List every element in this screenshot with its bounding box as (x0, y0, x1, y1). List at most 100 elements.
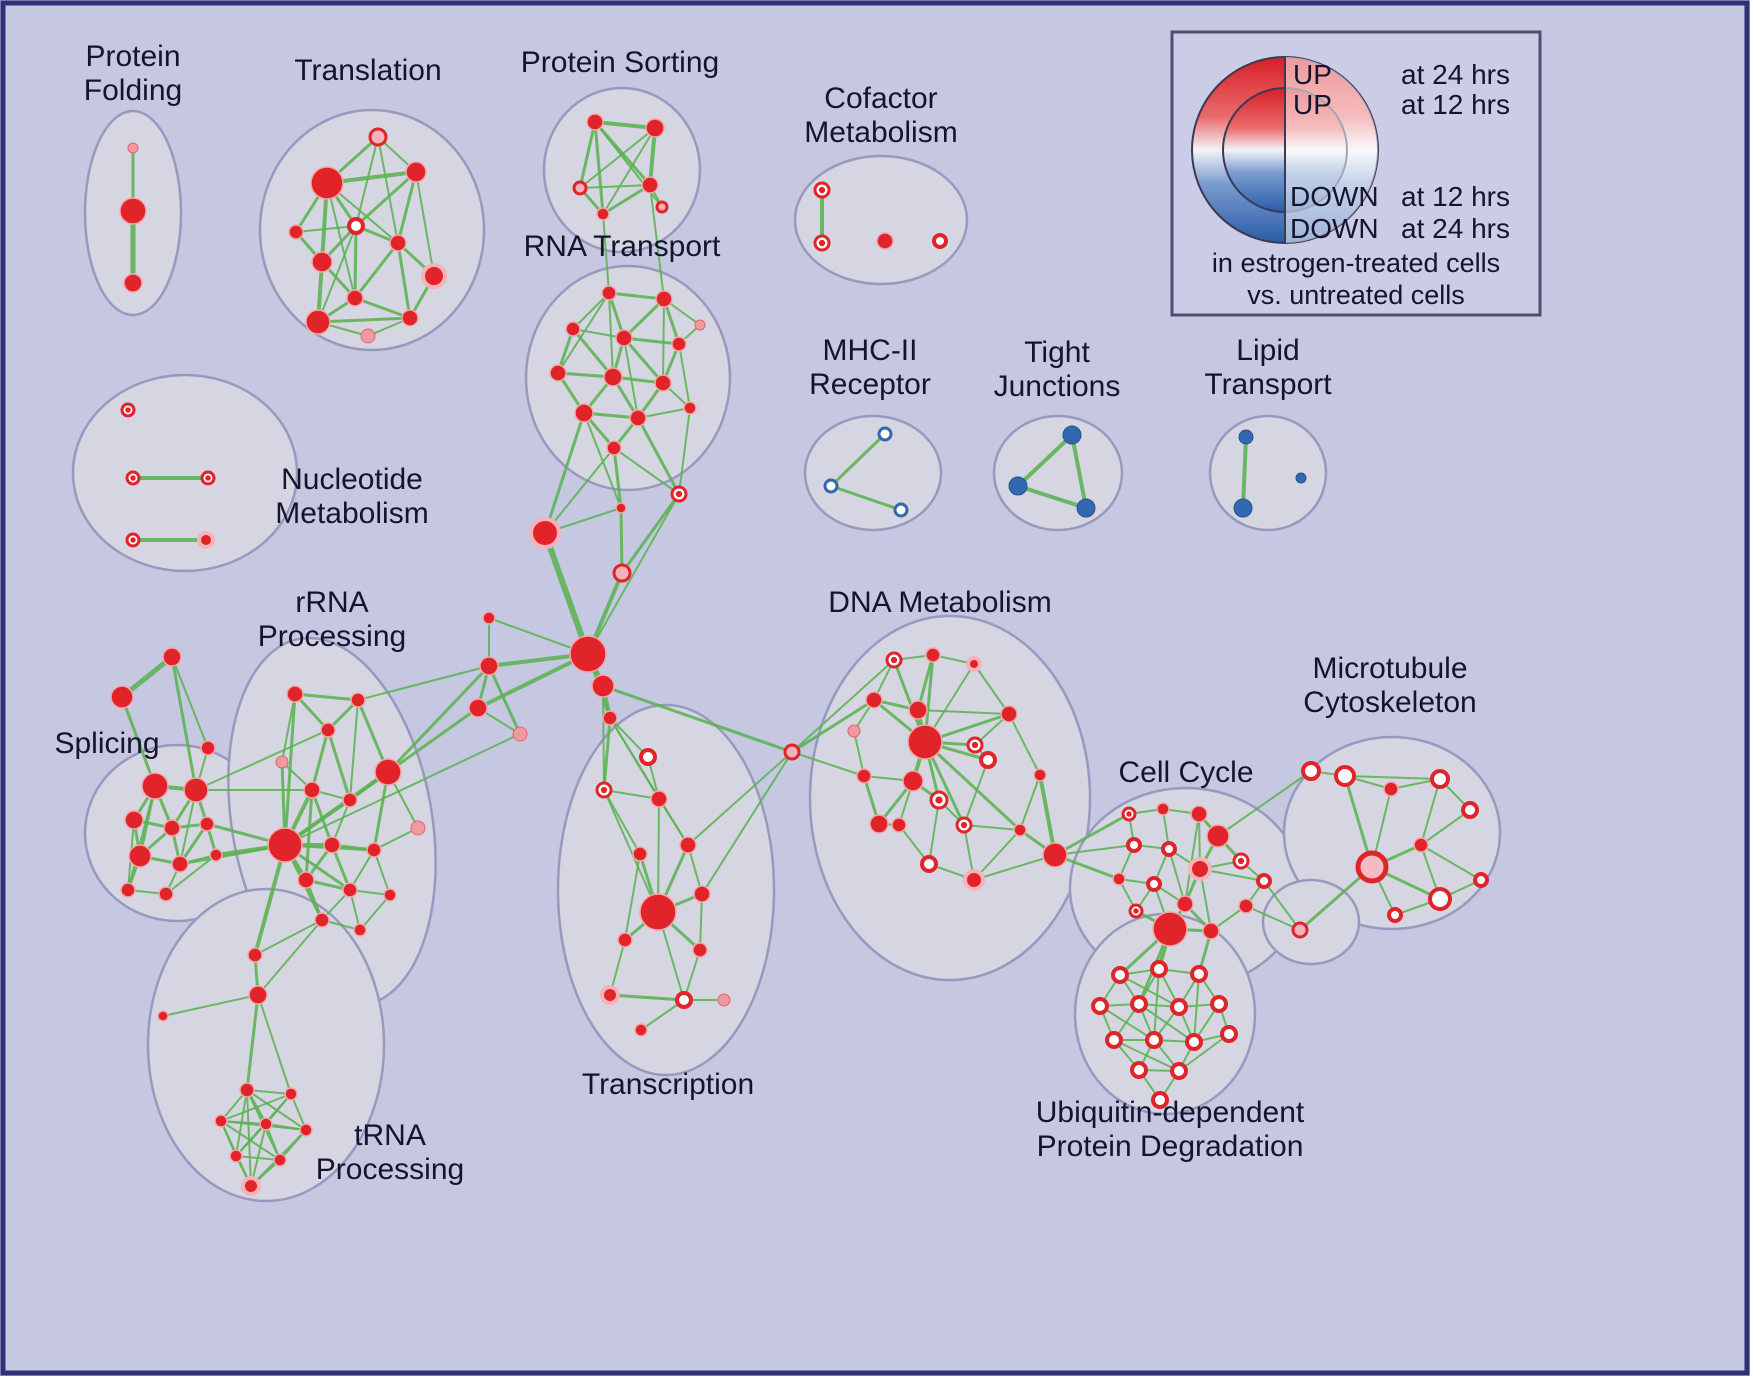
network-node-red (865, 691, 883, 709)
network-node-red (1206, 824, 1230, 848)
network-node-red (383, 888, 397, 902)
network-node-pink (410, 820, 426, 836)
network-node-red (157, 1010, 169, 1022)
network-edge (923, 740, 1022, 832)
network-edge (603, 789, 641, 855)
network-node-red (1156, 802, 1170, 816)
network-edge (1241, 435, 1248, 510)
network-edge (928, 799, 940, 865)
network-node-red (671, 336, 687, 352)
network-edge (254, 919, 323, 956)
network-edge (326, 728, 352, 802)
network-node-red (311, 251, 333, 273)
network-edge (619, 506, 624, 575)
network-node-red (123, 273, 143, 293)
network-edge (620, 492, 681, 575)
network-node-red (1413, 837, 1429, 853)
network-edge (195, 729, 329, 791)
network-node-red (1112, 872, 1126, 886)
network-node-red (574, 403, 594, 423)
network-node-red (119, 197, 147, 225)
legend-caption-line1: in estrogen-treated cells (1212, 248, 1500, 278)
network-node-red (200, 740, 216, 756)
cluster-ellipse-tight-junctions (992, 414, 1124, 532)
network-node-red (639, 893, 677, 931)
network-edge (316, 316, 412, 324)
network-edge (304, 788, 314, 882)
network-edge (612, 446, 623, 510)
network-node-red (565, 321, 581, 337)
network-node-red (601, 285, 617, 301)
network-node-red (679, 836, 697, 854)
network-edge (1053, 812, 1131, 857)
network-node-target (929, 790, 949, 810)
network-edge (1420, 778, 1441, 846)
network-node-ring (1334, 765, 1356, 787)
network-edge (699, 893, 703, 951)
cluster-label-transcription: Transcription (582, 1068, 754, 1101)
network-edge (829, 484, 903, 512)
network-edge (603, 789, 660, 800)
network-edge (235, 1123, 267, 1157)
network-node-red (305, 309, 331, 335)
legend-pale-half (1285, 57, 1378, 243)
network-node-red (299, 1123, 313, 1137)
network-node-red (297, 871, 315, 889)
network-edge (678, 343, 691, 409)
network-edge (687, 751, 793, 846)
network-node-red (1383, 781, 1399, 797)
network-node-red (617, 932, 633, 948)
network-edge (349, 849, 375, 891)
network-node-red (683, 401, 697, 415)
network-node-red (342, 882, 358, 898)
network-node-pink (847, 724, 861, 738)
network-edge (1016, 484, 1088, 510)
cluster-label-rna-transport: RNA Transport (524, 230, 721, 263)
network-node-red (1152, 911, 1188, 947)
network-edge (658, 798, 689, 846)
network-node-target (670, 485, 688, 503)
network-node-red (645, 118, 665, 138)
network-node-blue (1062, 425, 1082, 445)
network-node-red (650, 790, 668, 808)
network-edge (973, 854, 1056, 881)
network-edge (170, 655, 198, 792)
network-edge (1178, 1033, 1230, 1072)
network-edge (609, 717, 649, 758)
network-node-target (200, 470, 216, 486)
network-node-target (595, 781, 613, 799)
network-node-pink (127, 142, 139, 154)
cluster-ellipse-lipid-transport (1208, 414, 1328, 532)
network-edge (310, 728, 330, 792)
network-edge (622, 297, 666, 340)
network-edge (578, 120, 597, 190)
network-node-pinkring (1291, 921, 1309, 939)
network-edge (257, 994, 292, 1095)
network-edge (571, 327, 615, 379)
network-node-pink (717, 993, 731, 1007)
network-node-bluering (823, 478, 839, 494)
network-node-red (158, 886, 174, 902)
network-edge (386, 664, 491, 774)
network-node-red (1238, 898, 1254, 914)
network-node-red (141, 772, 169, 800)
legend-down-12-time: at 12 hrs (1401, 181, 1510, 212)
network-node-ring (1220, 1025, 1238, 1043)
network-edge (829, 432, 887, 488)
network-edge (1193, 973, 1200, 1043)
network-node-red (405, 161, 427, 183)
network-edge (1420, 809, 1471, 846)
network-node-red (310, 166, 344, 200)
network-edge (353, 241, 400, 300)
network-edge (636, 416, 681, 496)
network-node-ring (1473, 872, 1489, 888)
network-node-red (342, 792, 358, 808)
network-node-red (229, 1149, 243, 1163)
network-edge (359, 894, 391, 931)
network-node-ring (1111, 966, 1129, 984)
network-edge (791, 751, 865, 777)
network-node-pinkring (368, 127, 388, 147)
